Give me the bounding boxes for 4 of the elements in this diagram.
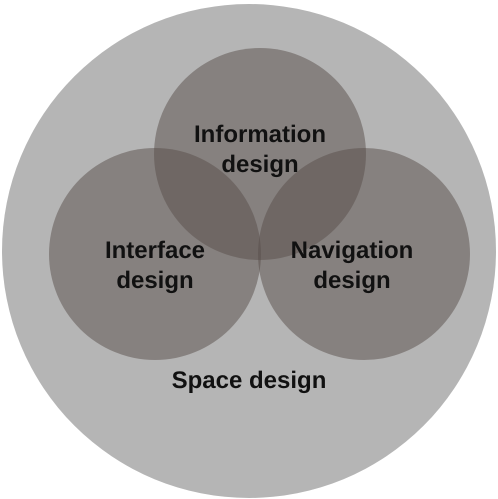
circle-label: Interface design [104,236,206,296]
circle-label: Navigation design [290,236,414,296]
circle-label: Space design [170,366,328,396]
circle-label: Information design [193,120,327,180]
